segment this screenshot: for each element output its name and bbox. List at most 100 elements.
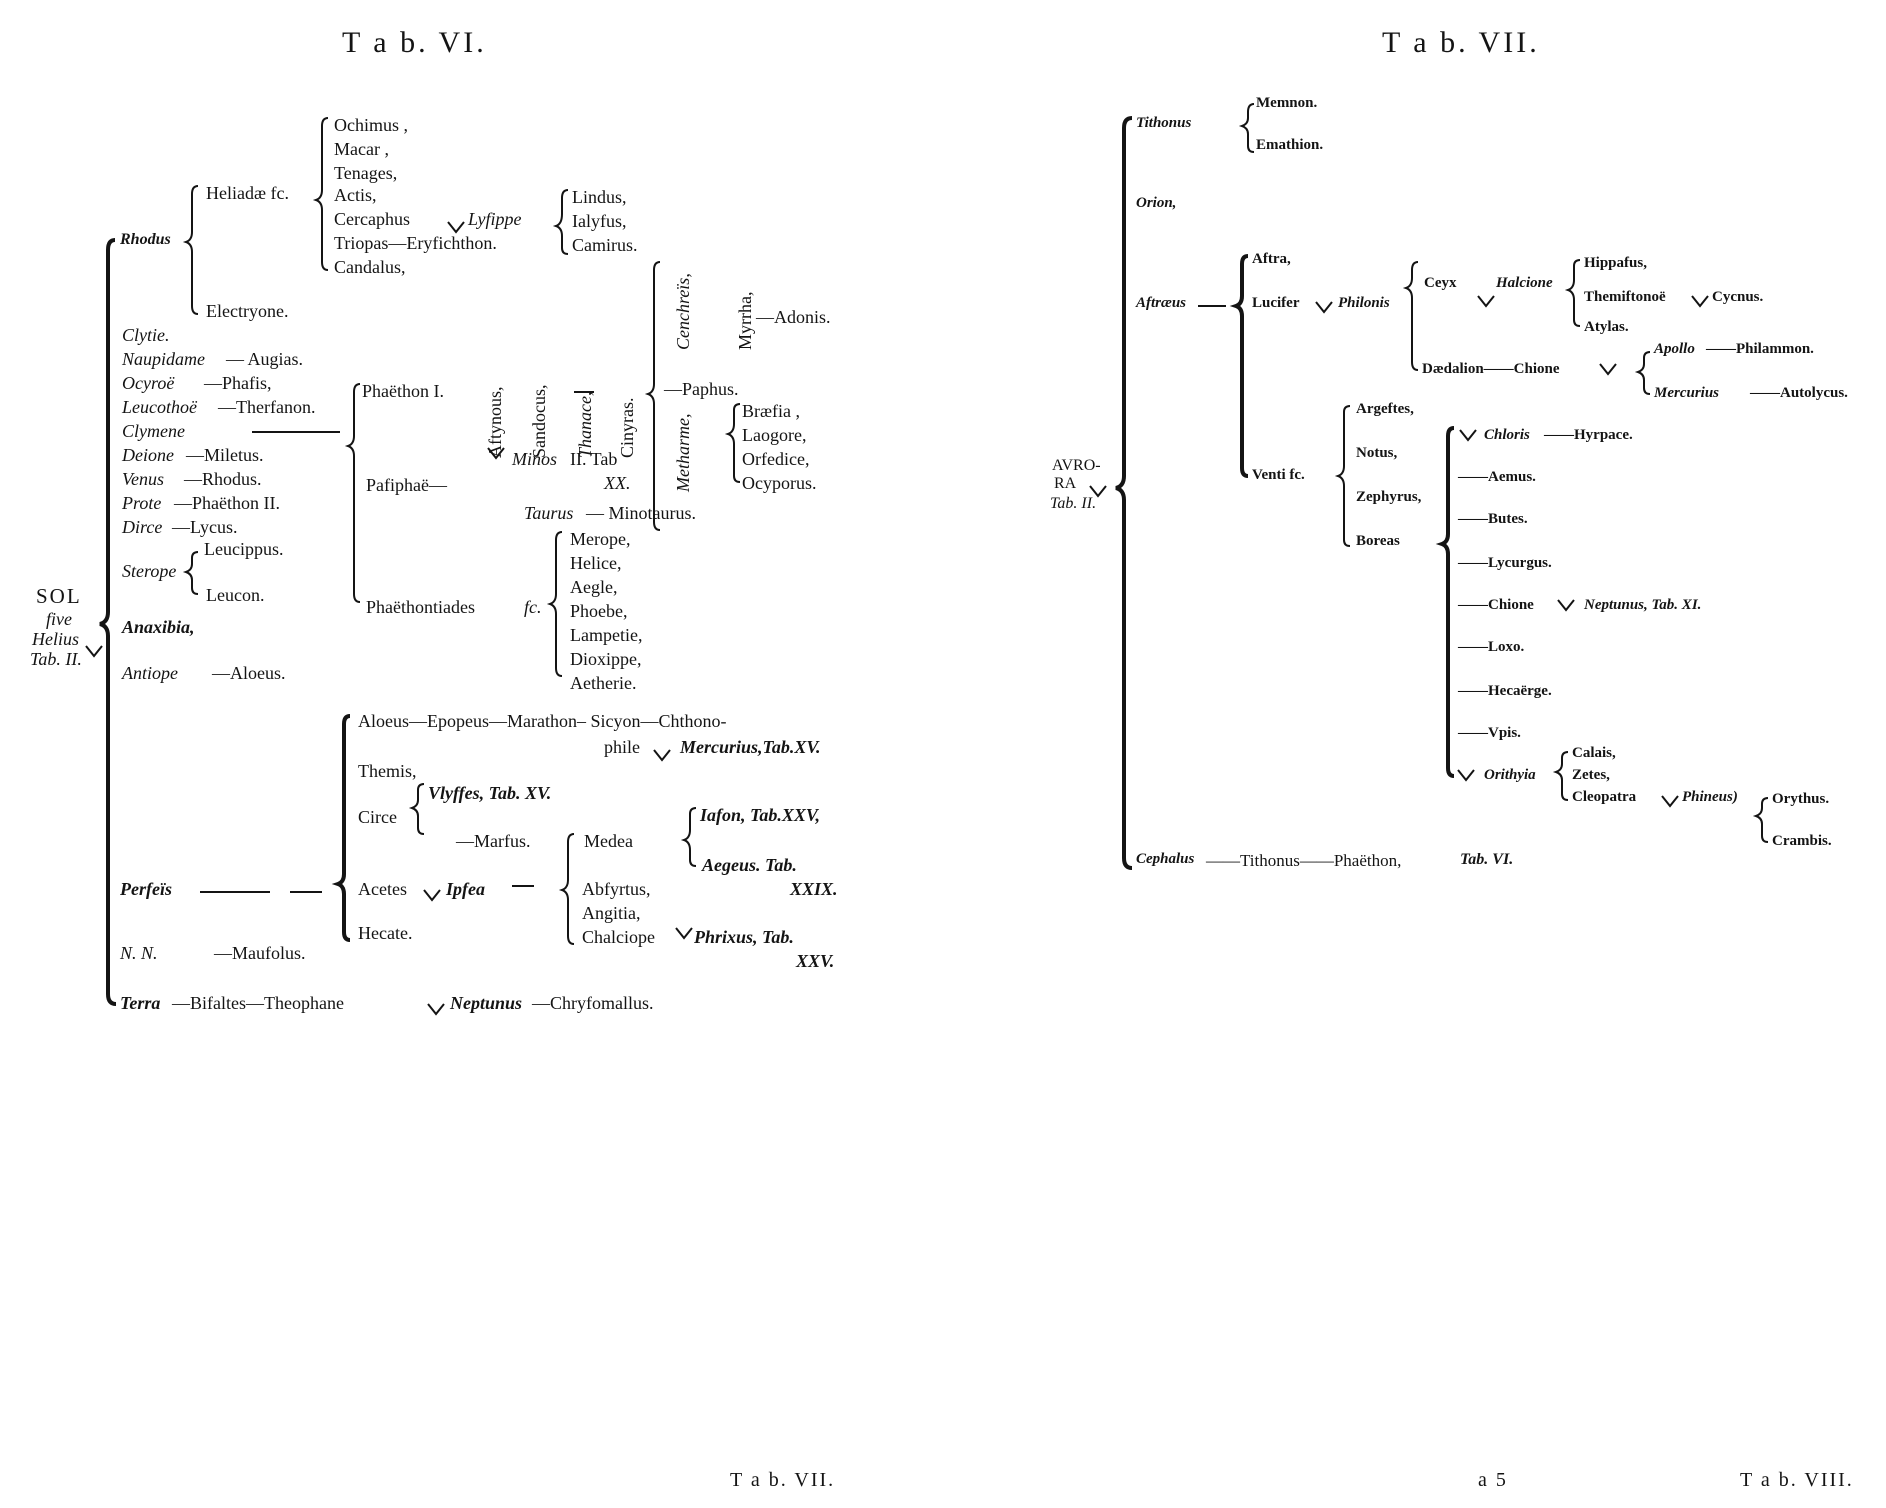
sterope: Sterope [122, 561, 177, 581]
sandocus: Sandocus, [529, 384, 549, 459]
hecaerge: ——Hecaërge. [1458, 683, 1552, 699]
lysippe: Lyfippe [468, 209, 522, 229]
lampetie: Lampetie, [570, 625, 643, 645]
electryone: Electryone. [206, 301, 289, 321]
phaethontiades: Phaëthontiades [366, 597, 475, 617]
ocyroe: Ocyroë [122, 373, 175, 393]
aegeus: Aegeus. Tab. [702, 855, 797, 875]
medea: Medea [584, 831, 633, 851]
leucon: Leucon. [206, 585, 265, 605]
cenchreis: Cenchreïs, [673, 273, 693, 350]
cephalus-line: ——Tithonus——Phaëthon, [1206, 851, 1402, 870]
minos-tab-xx: XX. [604, 473, 631, 493]
perseis: Perfeïs [120, 879, 172, 899]
philonis: Philonis [1338, 295, 1390, 311]
augias: — Augias. [226, 349, 304, 369]
cleopatra: Cleopatra [1572, 789, 1637, 805]
antiope: Antiope [122, 663, 178, 683]
mercurius-xv: Mercurius,Tab.XV. [680, 737, 821, 757]
venti: Venti fc. [1252, 467, 1305, 483]
footer-catchword-left: T a b. VII. [730, 1469, 836, 1491]
phaethon-ii: —Phaëthon II. [174, 493, 280, 513]
autolycus: ——Autolycus. [1750, 385, 1848, 401]
minos: Minos [512, 449, 557, 469]
hippasus: Hippafus, [1584, 255, 1647, 271]
myrrha: Myrrha, [735, 291, 755, 350]
cephalus-tab-vi: Tab. VI. [1460, 851, 1514, 868]
absyrtus: Abfyrtus, [582, 879, 651, 899]
lycurgus: ——Lycurgus. [1458, 555, 1552, 571]
emathion: Emathion. [1256, 137, 1324, 153]
zephyrus: Zephyrus, [1356, 489, 1422, 505]
actis: Actis, [334, 185, 377, 205]
phoebe: Phoebe, [570, 601, 628, 621]
prote: Prote [122, 493, 162, 513]
root-five: five [46, 609, 72, 629]
lycus: —Lycus. [172, 517, 238, 537]
mausolus: —Maufolus. [214, 943, 306, 963]
cinyras: Cinyras. [617, 397, 637, 459]
terra: Terra [120, 993, 161, 1013]
adonis: —Adonis. [756, 307, 831, 327]
chloris: Chloris [1484, 427, 1530, 443]
astynous: Aftynous, [485, 386, 505, 459]
themistonoe: Themiftonoë [1584, 289, 1666, 305]
phineus: Phineus) [1682, 789, 1738, 805]
minos-tab: II. Tab [570, 449, 618, 469]
dioxippe: Dioxippe, [570, 649, 642, 669]
circe: Circe [358, 807, 397, 827]
orsedice: Orfedice, [742, 449, 810, 469]
phrixus: Phrixus, Tab. [694, 927, 794, 947]
rhodus-child: —Rhodus. [184, 469, 262, 489]
memnon: Memnon. [1256, 95, 1318, 111]
boreas: Boreas [1356, 533, 1400, 549]
camirus: Camirus. [572, 235, 638, 255]
philammon: ——Philammon. [1706, 341, 1814, 357]
aegle: Aegle, [570, 577, 618, 597]
ochimus: Ochimus , [334, 115, 408, 135]
crambis: Crambis. [1772, 833, 1832, 849]
ipsea: Ipfea [446, 879, 485, 899]
root-avrora: AVRO- [1052, 457, 1101, 474]
footer-signature: a 5 [1478, 1469, 1508, 1491]
phrixus-xxv: XXV. [796, 951, 835, 971]
angitia: Angitia, [582, 903, 641, 923]
clytie: Clytie. [122, 325, 170, 345]
aemus: ——Aemus. [1458, 469, 1536, 485]
pasiphae: Pafiphaë— [366, 475, 447, 495]
daedalion: Dædalion——Chione [1422, 361, 1560, 377]
macar: Macar , [334, 139, 389, 159]
laogore: Laogore, [742, 425, 807, 445]
lindus: Lindus, [572, 187, 627, 207]
root-ra: RA [1054, 475, 1077, 492]
dirce: Dirce [122, 517, 163, 537]
cephalus: Cephalus [1136, 851, 1195, 867]
hyrpace: ——Hyrpace. [1544, 427, 1633, 443]
argestes: Argeftes, [1356, 401, 1414, 417]
neptunus-xi: Neptunus, Tab. XI. [1584, 597, 1702, 613]
marsus: —Marfus. [456, 831, 531, 851]
title-tab-vi: T a b. VI. [342, 26, 487, 59]
calais: Calais, [1572, 745, 1616, 761]
butes: ——Butes. [1458, 511, 1528, 527]
aloeus-line: Aloeus—Epopeus—Marathon– Sicyon—Chthono- [358, 711, 727, 731]
astra: Aftra, [1252, 251, 1291, 267]
title-tab-vii: T a b. VII. [1382, 26, 1540, 59]
taurus: Taurus [524, 503, 574, 523]
aetherie: Aetherie. [570, 673, 637, 693]
lucifer: Lucifer [1252, 295, 1300, 311]
ocyporus: Ocyporus. [742, 473, 817, 493]
anaxibia: Anaxibia, [122, 617, 195, 637]
vlysses: Vlyffes, Tab. XV. [428, 783, 552, 803]
deione: Deione [122, 445, 174, 465]
notus: Notus, [1356, 445, 1398, 461]
leucothoe: Leucothoë [122, 397, 197, 417]
mercurius: Mercurius [1654, 385, 1720, 401]
cycnus: Cycnus. [1712, 289, 1764, 305]
loxo: ——Loxo. [1458, 639, 1525, 655]
ialysus: Ialyfus, [572, 211, 627, 231]
braesia: Bræfia , [742, 401, 800, 421]
aegeus-xxix: XXIX. [790, 879, 838, 899]
chrysomallus: —Chryfomallus. [532, 993, 654, 1013]
